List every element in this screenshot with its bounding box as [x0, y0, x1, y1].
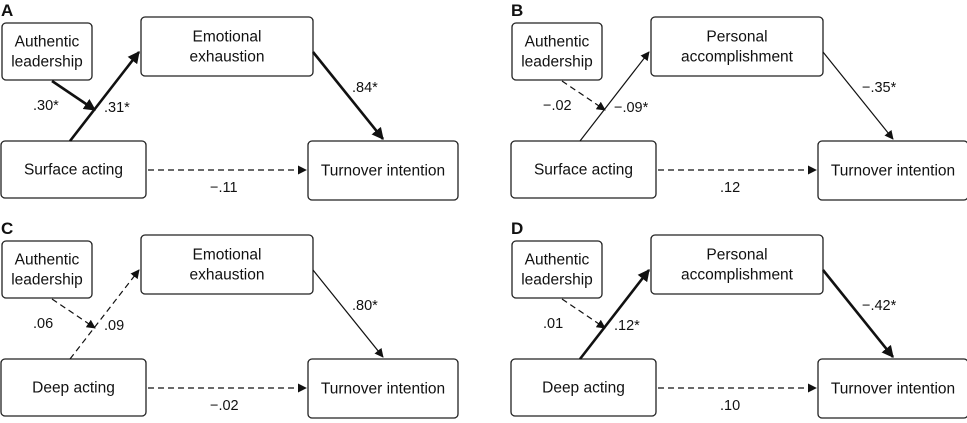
- path-a-coefficient: .31*: [104, 100, 130, 116]
- outcome-label: Turnover intention: [321, 163, 445, 180]
- arrow-a: [578, 269, 651, 360]
- predictor: Deep acting: [0, 358, 147, 417]
- outcome-label: Turnover intention: [321, 381, 445, 398]
- moderator-box: [1, 240, 93, 299]
- outcome: Turnover intention: [817, 140, 967, 201]
- outcome: Turnover intention: [307, 358, 459, 419]
- panel-label: A: [1, 1, 13, 20]
- moderator-label: leadership: [521, 54, 593, 71]
- predictor-box: [510, 358, 657, 417]
- arrow-a: [68, 51, 141, 142]
- predictor: Surface acting: [0, 140, 147, 199]
- outcome: Turnover intention: [307, 140, 459, 201]
- mediator-label: Personal: [706, 247, 767, 264]
- moderator-label: Authentic: [525, 34, 590, 51]
- mediator-box: [140, 16, 314, 77]
- mediator-label: exhaustion: [190, 49, 265, 66]
- mediator-box: [650, 234, 824, 295]
- predictor-label: Deep acting: [542, 380, 625, 397]
- outcome: Turnover intention: [817, 358, 967, 419]
- predictor: Deep acting: [510, 358, 657, 417]
- moderator-label: Authentic: [15, 34, 80, 51]
- outcome-box: [307, 358, 459, 419]
- arrow-moderation: [561, 298, 606, 329]
- direct-coefficient: .12: [720, 180, 740, 196]
- outcome-box: [817, 140, 967, 201]
- moderator: Authentic leadership: [511, 22, 603, 81]
- outcome-label: Turnover intention: [831, 381, 955, 398]
- mediator-box: [650, 16, 824, 77]
- path-a-coefficient: .12*: [614, 318, 640, 334]
- arrow-b: [311, 51, 385, 140]
- predictor-box: [510, 140, 657, 199]
- moderator-label: Authentic: [525, 252, 590, 269]
- moderator: Authentic leadership: [1, 240, 93, 299]
- path-b-coefficient: −.35*: [862, 80, 897, 96]
- mediator-label: accomplishment: [681, 49, 794, 66]
- arrow-b: [821, 269, 895, 358]
- arrow-moderation: [561, 80, 606, 111]
- mediator: Personal accomplishment: [650, 234, 824, 295]
- mediator: Emotional exhaustion: [140, 16, 314, 77]
- outcome-box: [817, 358, 967, 419]
- panel-label: D: [511, 219, 523, 238]
- predictor-box: [0, 358, 147, 417]
- mediator-label: Personal: [706, 29, 767, 46]
- panel-label: C: [1, 219, 13, 238]
- path-b-coefficient: −.42*: [862, 298, 897, 314]
- arrow-moderation: [51, 79, 96, 112]
- moderator-label: leadership: [11, 54, 83, 71]
- arrow-a: [69, 269, 140, 360]
- moderation-coefficient: .06: [33, 316, 53, 332]
- arrow-b: [822, 51, 894, 140]
- moderator-label: Authentic: [15, 252, 80, 269]
- moderation-coefficient: −.02: [543, 98, 572, 114]
- panel-label: B: [511, 1, 523, 20]
- moderator-box: [511, 22, 603, 81]
- direct-coefficient: −.02: [210, 398, 239, 414]
- path-a-coefficient: −.09*: [614, 100, 649, 116]
- arrow-moderation: [51, 298, 96, 329]
- predictor: Surface acting: [510, 140, 657, 199]
- mediator-box: [140, 234, 314, 295]
- mediator-label: exhaustion: [190, 267, 265, 284]
- predictor-box: [0, 140, 147, 199]
- outcome-label: Turnover intention: [831, 163, 955, 180]
- path-a-coefficient: .09: [104, 318, 124, 334]
- mediator: Emotional exhaustion: [140, 234, 314, 295]
- direct-coefficient: .10: [720, 398, 740, 414]
- arrow-b: [312, 269, 384, 358]
- path-b-coefficient: .80*: [352, 298, 378, 314]
- moderator-label: leadership: [521, 272, 593, 289]
- moderator-box: [1, 22, 93, 81]
- predictor-label: Surface acting: [24, 162, 123, 179]
- mediator: Personal accomplishment: [650, 16, 824, 77]
- mediator-label: Emotional: [193, 29, 262, 46]
- mediator-label: accomplishment: [681, 267, 794, 284]
- mediator-label: Emotional: [193, 247, 262, 264]
- moderator-box: [511, 240, 603, 299]
- moderator-label: leadership: [11, 272, 83, 289]
- predictor-label: Surface acting: [534, 162, 633, 179]
- moderator: Authentic leadership: [511, 240, 603, 299]
- moderation-coefficient: .30*: [33, 98, 59, 114]
- predictor-label: Deep acting: [32, 380, 115, 397]
- moderator: Authentic leadership: [1, 22, 93, 81]
- path-b-coefficient: .84*: [352, 80, 378, 96]
- moderation-coefficient: .01: [543, 316, 563, 332]
- direct-coefficient: −.11: [210, 180, 238, 196]
- arrow-a: [579, 51, 650, 142]
- outcome-box: [307, 140, 459, 201]
